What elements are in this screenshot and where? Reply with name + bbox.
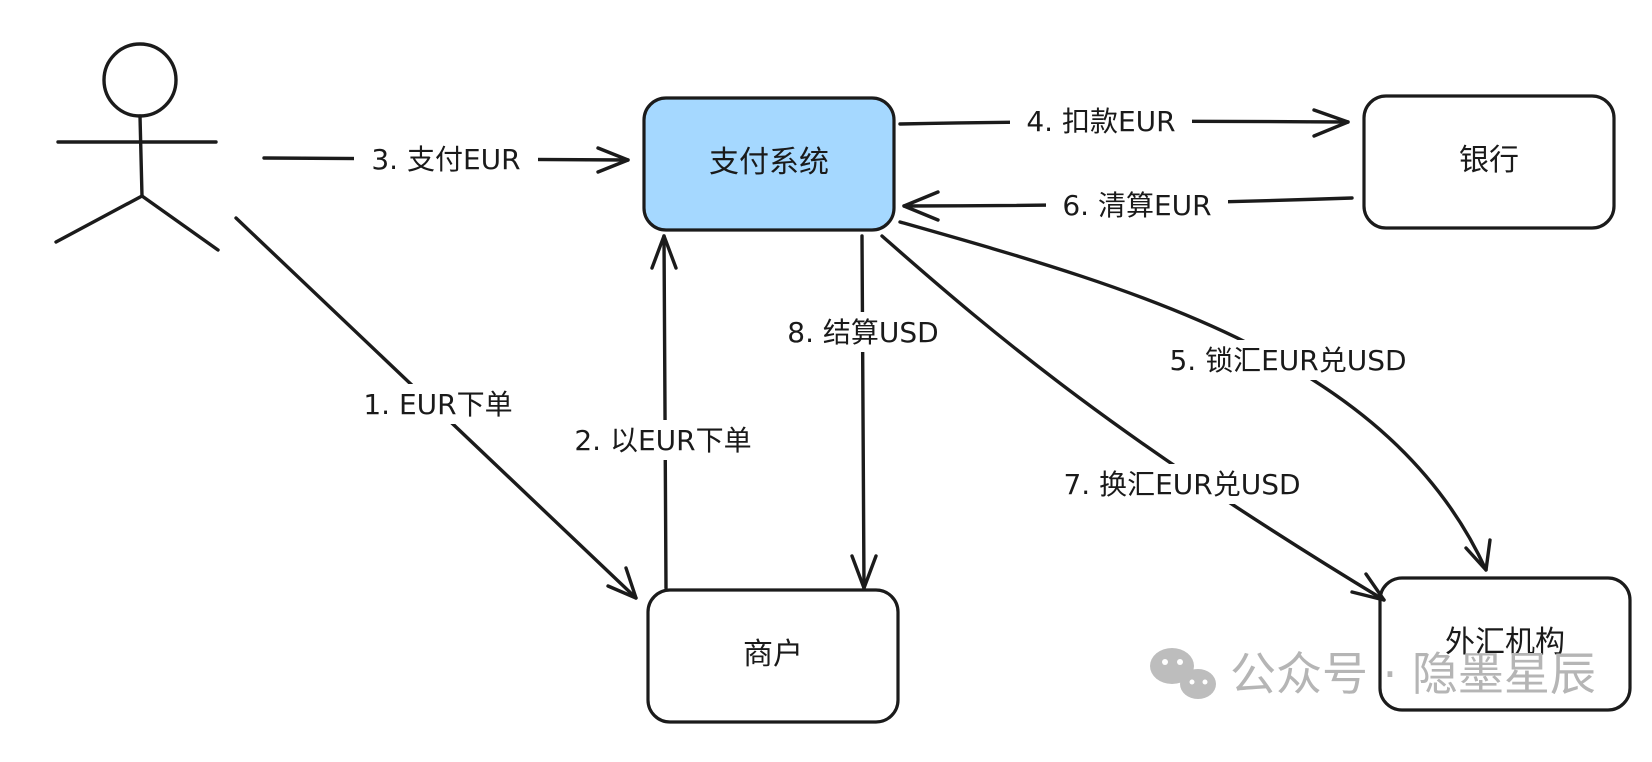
edge-5-label-bg [1150,340,1426,380]
node-merchant: 商户 [646,588,900,724]
edge-3: 3. 支付EUR [262,140,630,176]
edge-7: 7. 换汇EUR兑USD [880,234,1386,602]
edge-6-arrowhead [902,190,940,222]
edge-8-line [860,234,866,590]
edge-3-label-bg [354,140,538,176]
payment-system-label: 支付系统 [709,145,829,180]
edge-3-arrowhead [596,146,630,174]
edge-6-label-bg [1046,186,1228,222]
edge-5-arrowhead [1464,538,1492,572]
node-bank: 银行 [1362,94,1616,230]
bank-label: 银行 [1459,143,1519,178]
edge-8-label-bg [770,312,956,352]
edge-1: 1. EUR下单 [234,216,638,600]
edge-1-label: 1. EUR下单 [363,388,512,421]
edge-7-label-bg [1044,464,1320,504]
node-fx-institution: 外汇机构 [1378,576,1632,712]
edge-5-label: 5. 锁汇EUR兑USD [1169,344,1406,377]
payment-system-box [642,96,896,232]
edge-2-label: 2. 以EUR下单 [574,424,751,457]
edge-8-arrowhead [850,554,878,590]
watermark: 公众号 · 隐墨星辰 [1150,647,1596,701]
edge-4-label-bg [1010,102,1192,138]
edge-1-arrowhead [606,566,638,600]
fx-institution-label: 外汇机构 [1445,625,1565,660]
edge-5: 5. 锁汇EUR兑USD [898,220,1492,572]
edge-4-label: 4. 扣款EUR [1026,105,1175,138]
edge-8: 8. 结算USD [770,234,956,590]
edge-2-arrowhead [650,234,678,270]
merchant-box [646,588,900,724]
edge-4-arrowhead [1312,108,1350,138]
fx-institution-box [1378,576,1632,712]
edge-4: 4. 扣款EUR [898,102,1350,138]
edge-1-label-bg [352,384,524,424]
edge-2-label-bg [558,420,768,460]
edge-7-line [880,234,1386,602]
edge-2: 2. 以EUR下单 [558,234,768,590]
node-payment-system: 支付系统 [642,96,896,232]
wechat-icon [1150,648,1216,699]
watermark-text: 公众号 · 隐墨星辰 [1230,647,1596,701]
edge-6-label: 6. 清算EUR [1062,189,1211,222]
merchant-label: 商户 [743,637,803,672]
edge-3-label: 3. 支付EUR [371,143,520,176]
edge-5-line [898,220,1488,572]
edge-8-label: 8. 结算USD [787,316,938,349]
edge-7-label: 7. 换汇EUR兑USD [1063,468,1300,501]
user-stick-figure [54,42,220,252]
edge-2-line [662,234,668,590]
bank-box [1362,94,1616,230]
edge-6: 6. 清算EUR [902,186,1354,222]
edge-7-arrowhead [1350,572,1386,602]
